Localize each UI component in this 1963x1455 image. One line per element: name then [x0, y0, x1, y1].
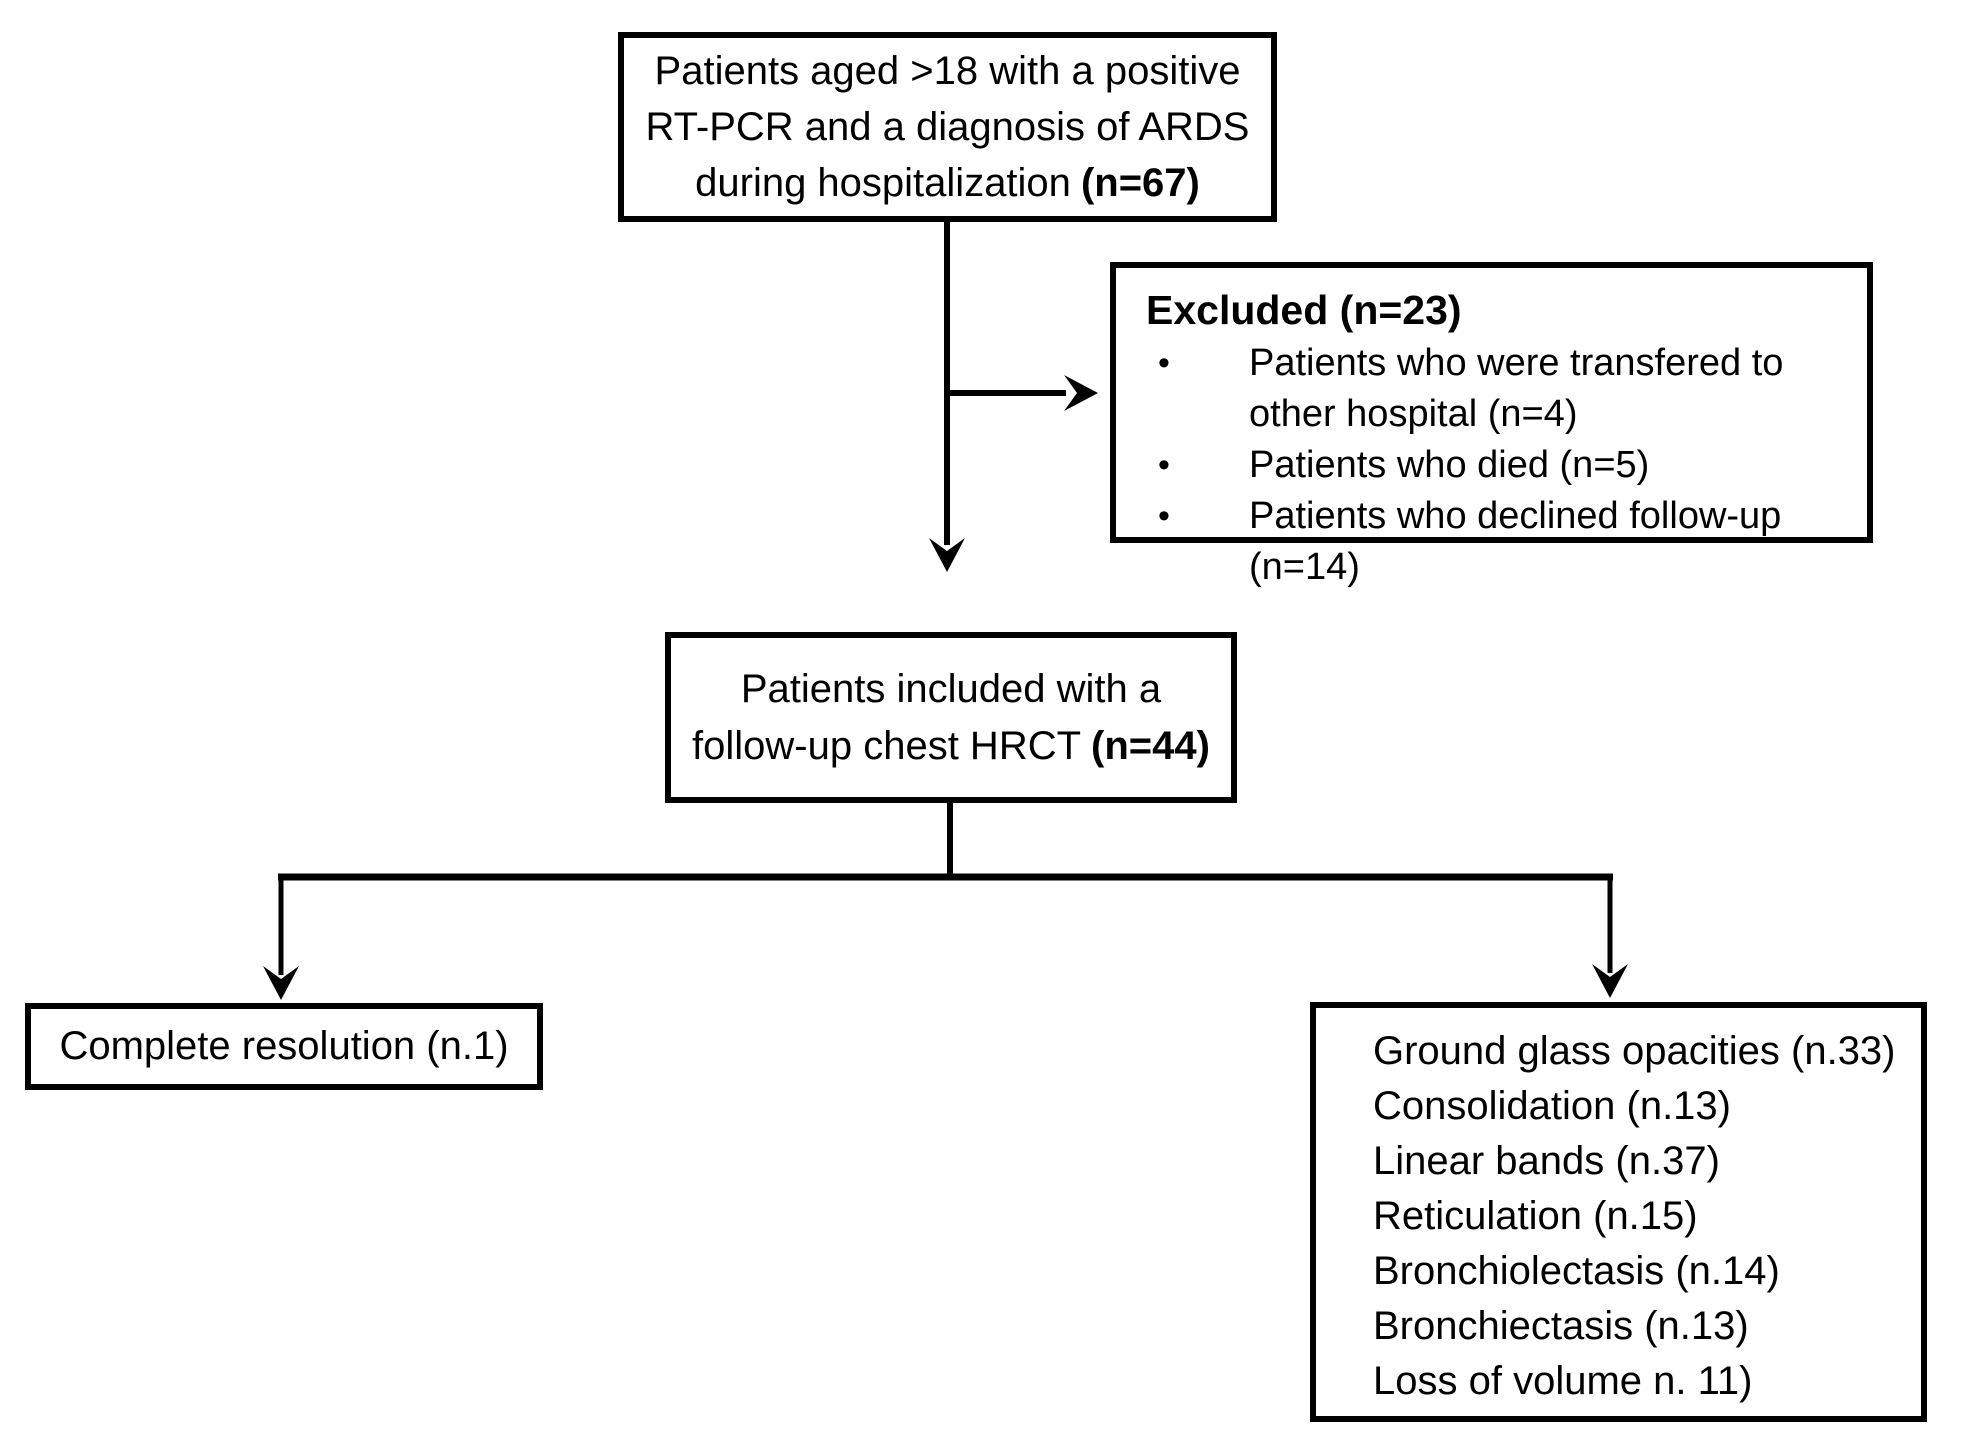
included-line-2: follow-up chest HRCT(n=44): [692, 718, 1210, 775]
eligible-count: (n=67): [1080, 161, 1200, 205]
finding-item: Bronchiolectasis (n.14): [1373, 1249, 1780, 1293]
bullet-icon: •: [1158, 344, 1170, 382]
finding-item: Ground glass opacities (n.33): [1373, 1029, 1896, 1073]
eligible-line-1: Patients aged >18 with a positive: [654, 49, 1241, 93]
excluded-bullet-2-text: Patients who died (n=5): [1249, 444, 1650, 486]
box-excluded: Excluded (n=23) • Patients who were tran…: [1110, 262, 1873, 588]
finding-item: Reticulation (n.15): [1373, 1194, 1698, 1238]
finding-item: Loss of volume n. 11): [1373, 1359, 1753, 1403]
excluded-bullet-2: • Patients who died (n=5): [1146, 440, 1849, 491]
box-hrct-findings: Ground glass opacities (n.33) Consolidat…: [1310, 1002, 1927, 1422]
eligible-line-2: RT-PCR and a diagnosis of ARDS: [645, 105, 1250, 149]
arrowhead-down-icon: [1592, 964, 1628, 998]
complete-resolution-label: Complete resolution (n.1): [59, 1024, 509, 1068]
excluded-bullet-1: • Patients who were transfered to other …: [1146, 338, 1849, 440]
arrowhead-right-icon: [1064, 375, 1098, 411]
eligible-line-3-text: during hospitalization: [695, 161, 1071, 205]
excluded-bullet-3: • Patients who declined follow-up (n=14): [1146, 491, 1849, 593]
included-line-2-text: follow-up chest HRCT: [692, 723, 1082, 768]
box-complete-resolution: Complete resolution (n.1): [25, 1003, 543, 1090]
bullet-icon: •: [1158, 497, 1170, 535]
bullet-icon: •: [1158, 446, 1170, 484]
eligible-line-3: during hospitalization(n=67): [695, 155, 1200, 211]
finding-item: Linear bands (n.37): [1373, 1139, 1720, 1183]
box-included-patients: Patients included with a follow-up chest…: [665, 632, 1237, 803]
finding-item: Bronchiectasis (n.13): [1373, 1304, 1749, 1348]
box-eligible-patients: Patients aged >18 with a positive RT-PCR…: [618, 32, 1277, 222]
included-line-1: Patients included with a: [740, 666, 1162, 711]
finding-item: Consolidation (n.13): [1373, 1084, 1731, 1128]
arrowhead-down-icon: [929, 538, 965, 572]
excluded-bullet-3-text: Patients who declined follow-up (n=14): [1249, 495, 1782, 588]
arrowhead-down-icon: [263, 966, 299, 1000]
included-count: (n=44): [1091, 723, 1210, 768]
excluded-bullet-1-text: Patients who were transfered to other ho…: [1249, 342, 1784, 435]
excluded-title: Excluded (n=23): [1146, 287, 1462, 333]
